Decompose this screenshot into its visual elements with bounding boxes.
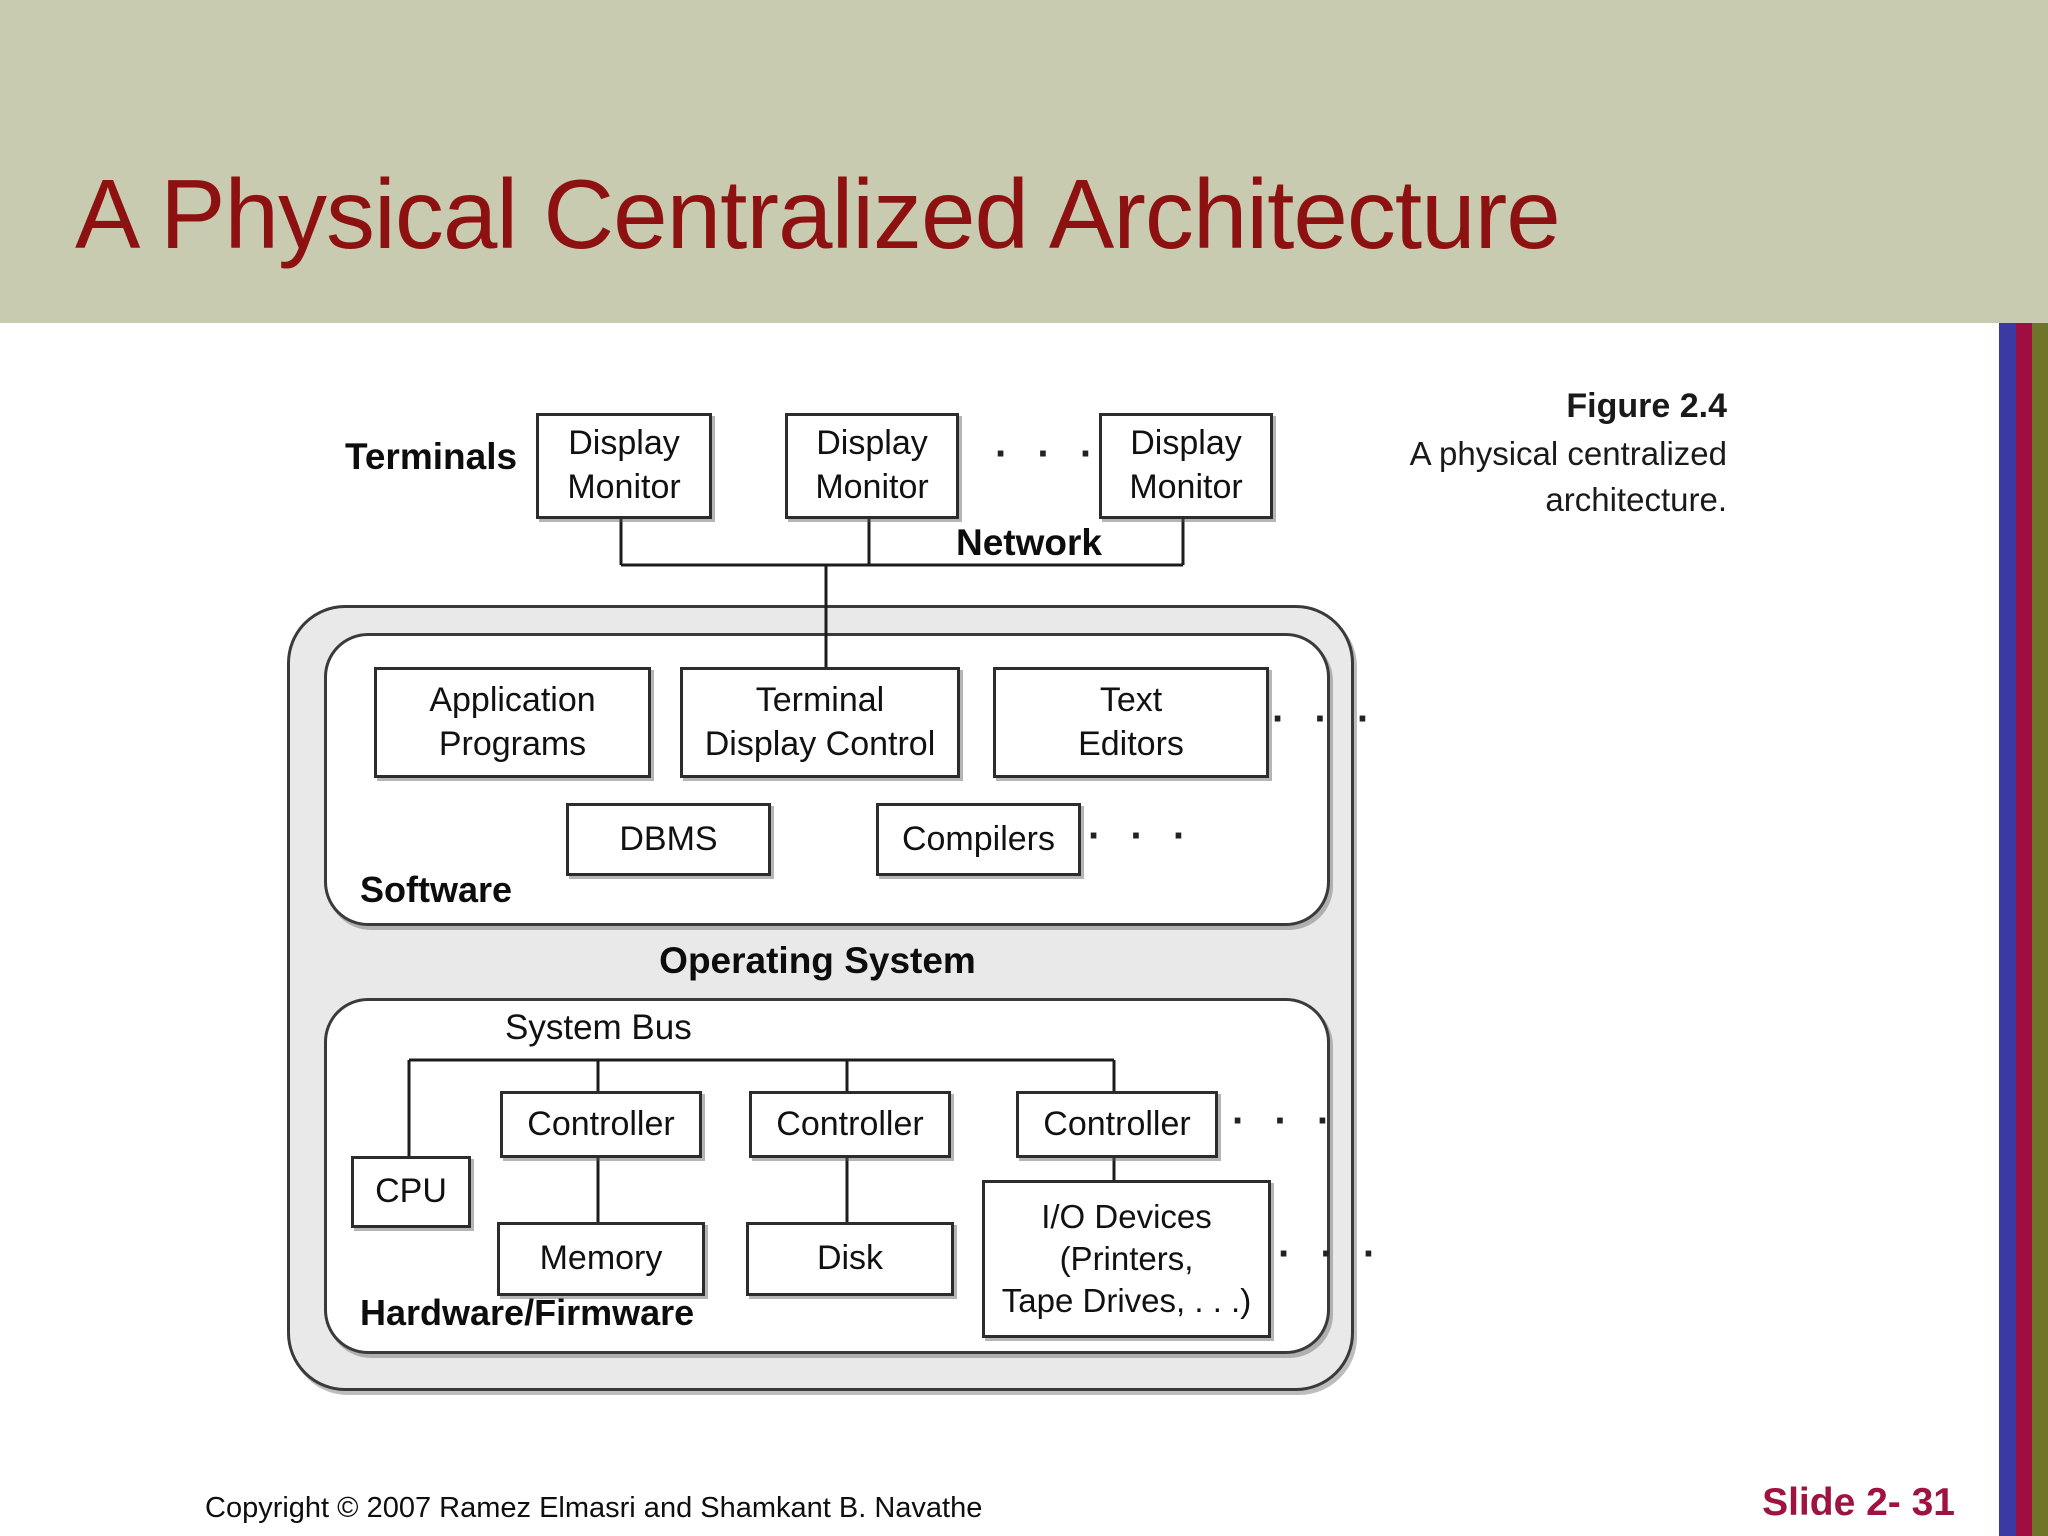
text-editors-line: Editors: [1078, 724, 1184, 763]
ellipsis-software-row2: · · ·: [1088, 814, 1196, 858]
cpu-label: CPU: [375, 1172, 447, 1211]
figure-caption-line: A physical centralized: [1409, 434, 1727, 472]
application-programs-box: Application Programs: [374, 667, 651, 778]
edge-stripe-crimson: [2016, 323, 2032, 1536]
io-devices-line: I/O Devices: [1041, 1197, 1212, 1235]
text-editors-line: Text: [1099, 680, 1163, 719]
text-editors-box: Text Editors: [993, 667, 1269, 778]
display-monitor-box-2: Display Monitor: [785, 413, 959, 519]
disk-box: Disk: [746, 1222, 954, 1296]
ellipsis-terminals: · · ·: [995, 432, 1103, 476]
hardware-firmware-label: Hardware/Firmware: [360, 1292, 695, 1333]
cpu-box: CPU: [351, 1156, 471, 1228]
slide-title: A Physical Centralized Architecture: [75, 159, 1561, 269]
controller-box-3: Controller: [1016, 1091, 1218, 1158]
compilers-label: Compilers: [901, 819, 1056, 858]
operating-system-label: Operating System: [659, 940, 976, 981]
io-devices-line: (Printers,: [1059, 1239, 1194, 1277]
display-monitor-line: Monitor: [815, 468, 929, 506]
terminal-display-control-line: Display Control: [704, 724, 936, 763]
network-label: Network: [956, 522, 1102, 563]
io-devices-box: I/O Devices (Printers, Tape Drives, . . …: [982, 1180, 1271, 1338]
controller-box-2: Controller: [749, 1091, 951, 1158]
display-monitor-line: Display: [568, 424, 680, 463]
ellipsis-io-devices: · · ·: [1278, 1232, 1386, 1276]
compilers-box: Compilers: [876, 803, 1081, 876]
display-monitor-line: Monitor: [1129, 468, 1243, 506]
display-monitor-line: Display: [816, 424, 928, 463]
system-bus-label: System Bus: [505, 1008, 692, 1047]
ellipsis-software-row1: · · ·: [1272, 697, 1380, 741]
memory-box: Memory: [497, 1222, 705, 1296]
controller-label: Controller: [527, 1104, 675, 1143]
edge-stripe-olive: [2032, 323, 2048, 1536]
dbms-label: DBMS: [619, 819, 718, 858]
copyright-text: Copyright © 2007 Ramez Elmasri and Shamk…: [205, 1492, 983, 1524]
header-band: A Physical Centralized Architecture: [0, 0, 2048, 323]
figure-caption: Figure 2.4 A physical centralized archit…: [1410, 383, 1727, 523]
controller-label: Controller: [1043, 1104, 1191, 1143]
memory-label: Memory: [539, 1239, 663, 1278]
terminals-label: Terminals: [345, 436, 518, 477]
figure-caption-line: architecture.: [1545, 480, 1727, 518]
edge-stripe-blue: [1999, 323, 2016, 1536]
disk-label: Disk: [816, 1239, 884, 1278]
slide-number: Slide 2- 31: [1762, 1481, 1955, 1524]
display-monitor-line: Monitor: [567, 468, 681, 506]
terminal-display-control-line: Terminal: [755, 680, 885, 719]
software-label: Software: [360, 869, 513, 910]
display-monitor-line: Display: [1130, 424, 1242, 463]
terminal-display-control-box: Terminal Display Control: [680, 667, 960, 778]
io-devices-line: Tape Drives, . . .): [1001, 1282, 1252, 1320]
application-programs-line: Application: [429, 680, 596, 719]
figure-caption-title: Figure 2.4: [1566, 387, 1727, 425]
display-monitor-box-1: Display Monitor: [536, 413, 712, 519]
application-programs-line: Programs: [438, 724, 587, 763]
controller-label: Controller: [776, 1104, 924, 1143]
dbms-box: DBMS: [566, 803, 771, 876]
ellipsis-controllers: · · ·: [1232, 1099, 1340, 1143]
controller-box-1: Controller: [500, 1091, 702, 1158]
display-monitor-box-3: Display Monitor: [1099, 413, 1273, 519]
